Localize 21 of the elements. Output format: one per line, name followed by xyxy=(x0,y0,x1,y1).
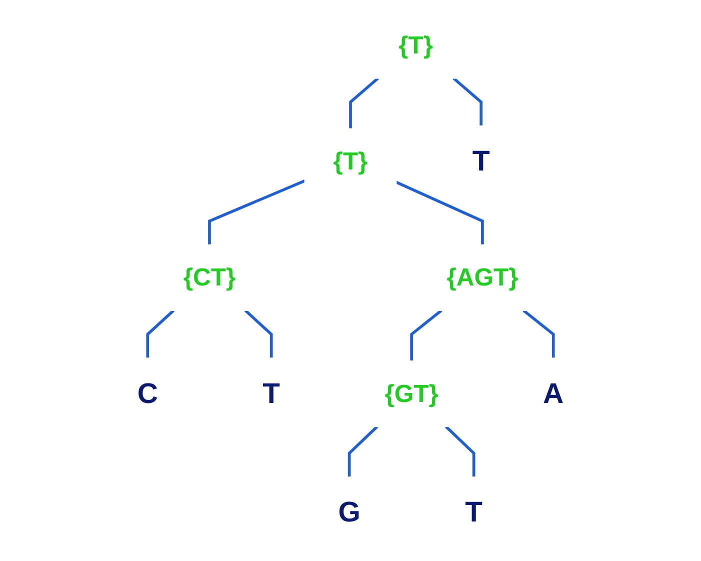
connector xyxy=(522,309,555,358)
node-text: {GT} xyxy=(384,378,438,408)
connector xyxy=(396,180,484,245)
connector xyxy=(208,180,306,245)
node-text: T xyxy=(262,378,280,410)
node-text: A xyxy=(543,378,564,410)
node-text: {T} xyxy=(333,146,368,176)
connector xyxy=(244,309,273,358)
connector xyxy=(349,77,379,129)
node-text: T xyxy=(472,146,490,178)
node-text: T xyxy=(465,497,483,528)
node-text: {CT} xyxy=(183,262,236,292)
connector xyxy=(348,426,378,478)
connector xyxy=(146,309,175,358)
node-text: G xyxy=(338,497,360,528)
node-text: {T} xyxy=(398,30,433,60)
node-text: {AGT} xyxy=(446,262,518,292)
connector xyxy=(452,77,483,126)
node-text: C xyxy=(137,378,158,410)
connector xyxy=(444,426,476,478)
connector xyxy=(410,309,442,361)
